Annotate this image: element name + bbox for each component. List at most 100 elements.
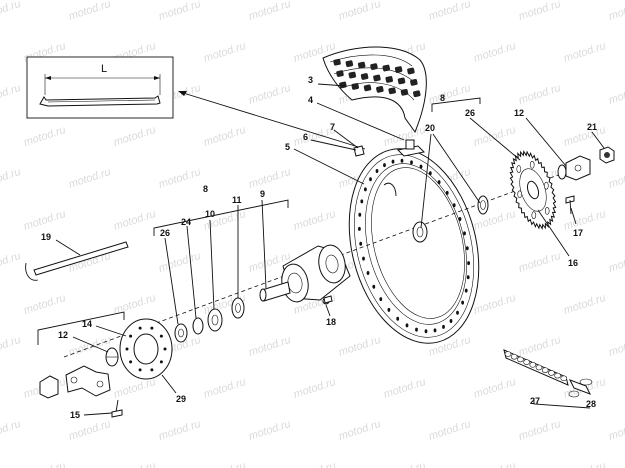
hub-bolt-part: [323, 295, 333, 304]
watermark-text: motod.ru: [427, 0, 472, 23]
watermark-text: motod.ru: [157, 418, 202, 443]
chain-adjuster-right: [565, 155, 591, 181]
callout-11: 11: [232, 195, 242, 205]
tire-tread: [333, 58, 421, 98]
callout-27: 27: [530, 396, 540, 406]
callout-4: 4: [308, 95, 313, 105]
watermark-text: motod.ru: [472, 460, 517, 468]
watermark-text: motod.ru: [562, 208, 607, 233]
callout-17: 17: [573, 228, 583, 238]
watermark-text: motod.ru: [157, 166, 202, 191]
watermark-text: motod.ru: [247, 82, 292, 107]
watermark-text: motod.ru: [0, 418, 22, 443]
hub-part: [281, 244, 351, 305]
watermark-text: motod.ru: [247, 0, 292, 23]
callout-18: 18: [326, 317, 336, 327]
watermark-text: motod.ru: [0, 166, 22, 191]
watermark-text: motod.ru: [607, 418, 625, 443]
watermark-text: motod.ru: [0, 82, 22, 107]
callout-24: 24: [181, 217, 191, 227]
watermark-text: motod.ru: [517, 82, 562, 107]
watermark-text: motod.ru: [202, 40, 247, 65]
watermark-text: motod.ru: [562, 40, 607, 65]
watermark-text: motod.ru: [22, 460, 67, 468]
tire-part: [322, 46, 427, 134]
watermark-text: motod.ru: [247, 418, 292, 443]
sprocket-bolt-part: [565, 195, 575, 215]
inset-box: L: [26, 56, 174, 119]
watermark-text: motod.ru: [157, 0, 202, 23]
callout-3: 3: [308, 75, 313, 85]
watermark-text: motod.ru: [337, 0, 382, 23]
callout-26-mid: 26: [160, 228, 170, 238]
group-8-top-bracket: [431, 97, 481, 112]
brake-disc-part: [119, 318, 173, 380]
axle-nut-part: [599, 146, 615, 164]
bearing-left-2: [207, 308, 223, 332]
callout-12-right: 12: [514, 108, 524, 118]
left-spacer-part: [105, 347, 119, 367]
watermark-text: motod.ru: [202, 460, 247, 468]
chain-adjuster-left: [39, 365, 111, 399]
watermark-text: motod.ru: [67, 418, 112, 443]
watermark-text: motod.ru: [562, 124, 607, 149]
watermark-text: motod.ru: [517, 334, 562, 359]
watermark-text: motod.ru: [22, 124, 67, 149]
watermark-text: motod.ru: [607, 250, 625, 275]
callout-labels: 3 4 5 6 7 9 10 11 12 12 14 15 16 17 18 1…: [41, 75, 597, 420]
watermark-text: motod.ru: [292, 376, 337, 401]
watermark-text: motod.ru: [0, 0, 22, 23]
axle-part: [25, 241, 129, 281]
callout-5: 5: [285, 142, 290, 152]
watermark-text: motod.ru: [292, 208, 337, 233]
leader-inset: [179, 91, 366, 150]
watermark-text: motod.ru: [67, 0, 112, 23]
group-14-bracket: [37, 311, 125, 345]
watermark-text: motod.ru: [202, 376, 247, 401]
dimension-label: L: [101, 63, 107, 75]
watermark-text: motod.ru: [472, 208, 517, 233]
callout-26-top: 26: [465, 108, 475, 118]
rim-lock-part: [396, 139, 426, 157]
callout-7: 7: [330, 122, 335, 132]
callout-19: 19: [41, 232, 51, 242]
watermark-text: motod.ru: [157, 250, 202, 275]
watermark-text: motod.ru: [0, 250, 22, 275]
callout-9: 9: [260, 189, 265, 199]
watermark-text: motod.ru: [22, 292, 67, 317]
watermark-text: motod.ru: [562, 460, 607, 468]
watermark-text: motod.ru: [247, 334, 292, 359]
spoke-part: [39, 95, 161, 107]
watermark-text: motod.ru: [382, 376, 427, 401]
seal-left-part: [174, 323, 188, 343]
watermark-text: motod.ru: [607, 334, 625, 359]
valve-nut-part: [353, 145, 365, 157]
rim-part: [348, 148, 480, 344]
watermark-text: motod.ru: [382, 124, 427, 149]
watermark-text: motod.ru: [112, 460, 157, 468]
sprocket-part: [509, 150, 557, 230]
watermark-text: motod.ru: [472, 40, 517, 65]
watermark-text: motod.ru: [337, 334, 382, 359]
watermark-text: motod.ru: [337, 418, 382, 443]
watermark-text: motod.ru: [0, 334, 22, 359]
watermark-text: motod.ru: [247, 166, 292, 191]
watermark-text: motod.ru: [517, 418, 562, 443]
callout-12-left: 12: [58, 330, 68, 340]
right-spacer-part: [557, 164, 567, 180]
watermark-text: motod.ru: [202, 124, 247, 149]
group-8-top-label: 8: [440, 93, 445, 103]
callout-20: 20: [425, 123, 435, 133]
watermark-text: motod.ru: [22, 208, 67, 233]
watermark-text: motod.ru: [472, 124, 517, 149]
spacer-tube-part: [259, 281, 291, 302]
circlip-part: [192, 317, 204, 335]
watermark-text: motod.ru: [517, 0, 562, 23]
callout-15: 15: [70, 410, 80, 420]
callout-28: 28: [586, 399, 596, 409]
callout-21: 21: [587, 122, 597, 132]
watermark-text: motod.ru: [472, 376, 517, 401]
watermark-text: motod.ru: [472, 292, 517, 317]
watermark-text: motod.ru: [517, 250, 562, 275]
